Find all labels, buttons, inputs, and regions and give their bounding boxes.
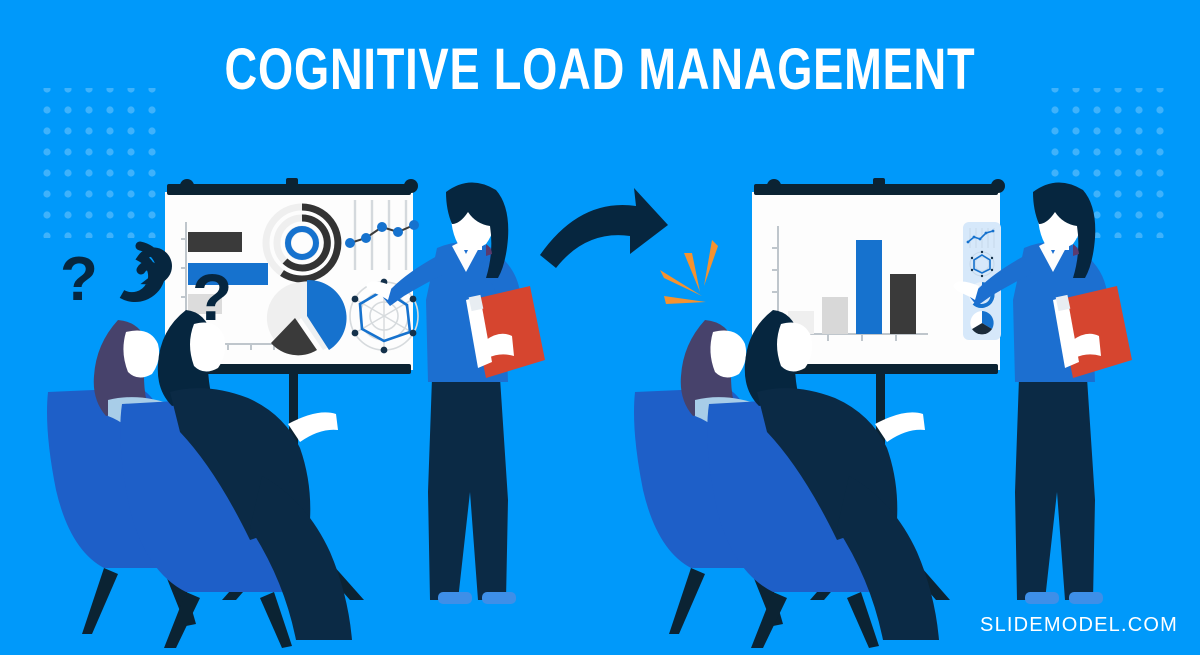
chart-left-concentric-rings xyxy=(262,203,342,283)
chart-left-horizontal-bars xyxy=(181,222,284,350)
audience-right xyxy=(634,310,939,648)
chart-left-radar xyxy=(349,278,419,354)
dot-pattern-left xyxy=(38,88,168,238)
bar-3 xyxy=(188,294,222,314)
spiral-icon xyxy=(119,241,172,302)
right-bar-2 xyxy=(822,297,848,334)
svg-text:?: ? xyxy=(60,245,98,314)
right-board-bottom-rail xyxy=(754,364,998,374)
page-title: COGNITIVE LOAD MANAGEMENT xyxy=(224,37,976,102)
right-board-side-panel xyxy=(963,222,1001,340)
question-mark-icon-left: ? xyxy=(60,245,98,314)
pie-chart-icon xyxy=(970,311,994,335)
line-chart-icon xyxy=(966,228,995,248)
chart-left-line xyxy=(345,200,419,270)
spark-burst-icon xyxy=(660,240,718,304)
bar-2 xyxy=(188,263,268,285)
chart-left-pie xyxy=(266,279,347,356)
chart-right-bars xyxy=(772,226,928,341)
left-board-bottom-rail xyxy=(167,364,411,374)
bar-1 xyxy=(188,232,242,252)
right-bar-3 xyxy=(856,240,882,334)
presenter-right xyxy=(953,182,1132,604)
audience-left xyxy=(47,310,352,648)
presenter-left xyxy=(366,182,545,604)
right-bar-4 xyxy=(890,274,916,334)
watermark: SLIDEMODEL.COM xyxy=(980,614,1178,636)
radar-chart-icon xyxy=(969,250,995,278)
curved-right-arrow-icon xyxy=(540,188,668,268)
